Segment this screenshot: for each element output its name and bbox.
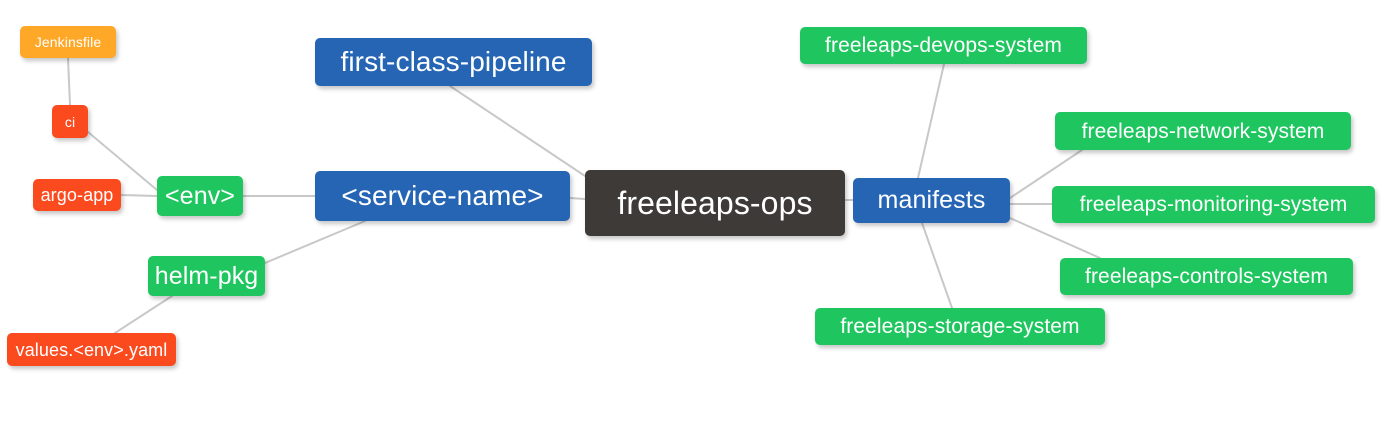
- node-first-class-pipeline[interactable]: first-class-pipeline: [315, 38, 592, 86]
- node-values-env-yaml[interactable]: values.<env>.yaml: [7, 333, 176, 366]
- node-manifests[interactable]: manifests: [853, 178, 1010, 223]
- node-freeleaps-controls-system[interactable]: freeleaps-controls-system: [1060, 258, 1353, 295]
- node-ci[interactable]: ci: [52, 105, 88, 138]
- node-argo-app[interactable]: argo-app: [33, 179, 121, 211]
- node-label-service-name: <service-name>: [341, 180, 544, 211]
- node-jenkinsfile[interactable]: Jenkinsfile: [20, 26, 116, 58]
- edge-manifests-to-freeleaps-devops-system: [917, 63, 945, 179]
- node-env[interactable]: <env>: [157, 176, 243, 216]
- node-label-freeleaps-storage-system: freeleaps-storage-system: [840, 315, 1080, 338]
- node-freeleaps-storage-system[interactable]: freeleaps-storage-system: [815, 308, 1105, 345]
- node-label-freeleaps-ops: freeleaps-ops: [617, 185, 813, 221]
- node-label-ci: ci: [64, 113, 76, 130]
- node-freeleaps-monitoring-system[interactable]: freeleaps-monitoring-system: [1052, 186, 1375, 223]
- node-helm-pkg[interactable]: helm-pkg: [148, 256, 265, 296]
- edge-service-name-to-freeleaps-ops: [569, 197, 586, 200]
- node-freeleaps-network-system[interactable]: freeleaps-network-system: [1055, 112, 1351, 150]
- node-label-freeleaps-monitoring-system: freeleaps-monitoring-system: [1079, 193, 1348, 216]
- node-label-freeleaps-controls-system: freeleaps-controls-system: [1085, 265, 1328, 288]
- node-label-first-class-pipeline: first-class-pipeline: [340, 46, 567, 77]
- node-label-env: <env>: [164, 181, 235, 210]
- node-label-values-env-yaml: values.<env>.yaml: [15, 339, 168, 360]
- edge-argo-app-to-env: [120, 194, 158, 197]
- edge-manifests-to-freeleaps-storage-system: [921, 222, 953, 309]
- node-label-jenkinsfile: Jenkinsfile: [34, 34, 102, 50]
- node-label-argo-app: argo-app: [40, 185, 114, 205]
- node-label-freeleaps-devops-system: freeleaps-devops-system: [825, 34, 1062, 57]
- node-label-helm-pkg: helm-pkg: [154, 261, 259, 290]
- node-label-manifests: manifests: [877, 186, 986, 214]
- edge-service-name-to-first-class-pipeline: [449, 85, 586, 177]
- edge-jenkinsfile-to-ci: [67, 57, 71, 106]
- edge-service-name-to-helm-pkg: [264, 220, 366, 264]
- edge-manifests-to-freeleaps-controls-system: [1009, 217, 1101, 259]
- node-service-name[interactable]: <service-name>: [315, 171, 570, 221]
- node-freeleaps-devops-system[interactable]: freeleaps-devops-system: [800, 27, 1087, 64]
- node-freeleaps-ops[interactable]: freeleaps-ops: [585, 170, 845, 236]
- node-label-freeleaps-network-system: freeleaps-network-system: [1081, 119, 1325, 143]
- edge-helm-pkg-to-values-env-yaml: [114, 295, 173, 334]
